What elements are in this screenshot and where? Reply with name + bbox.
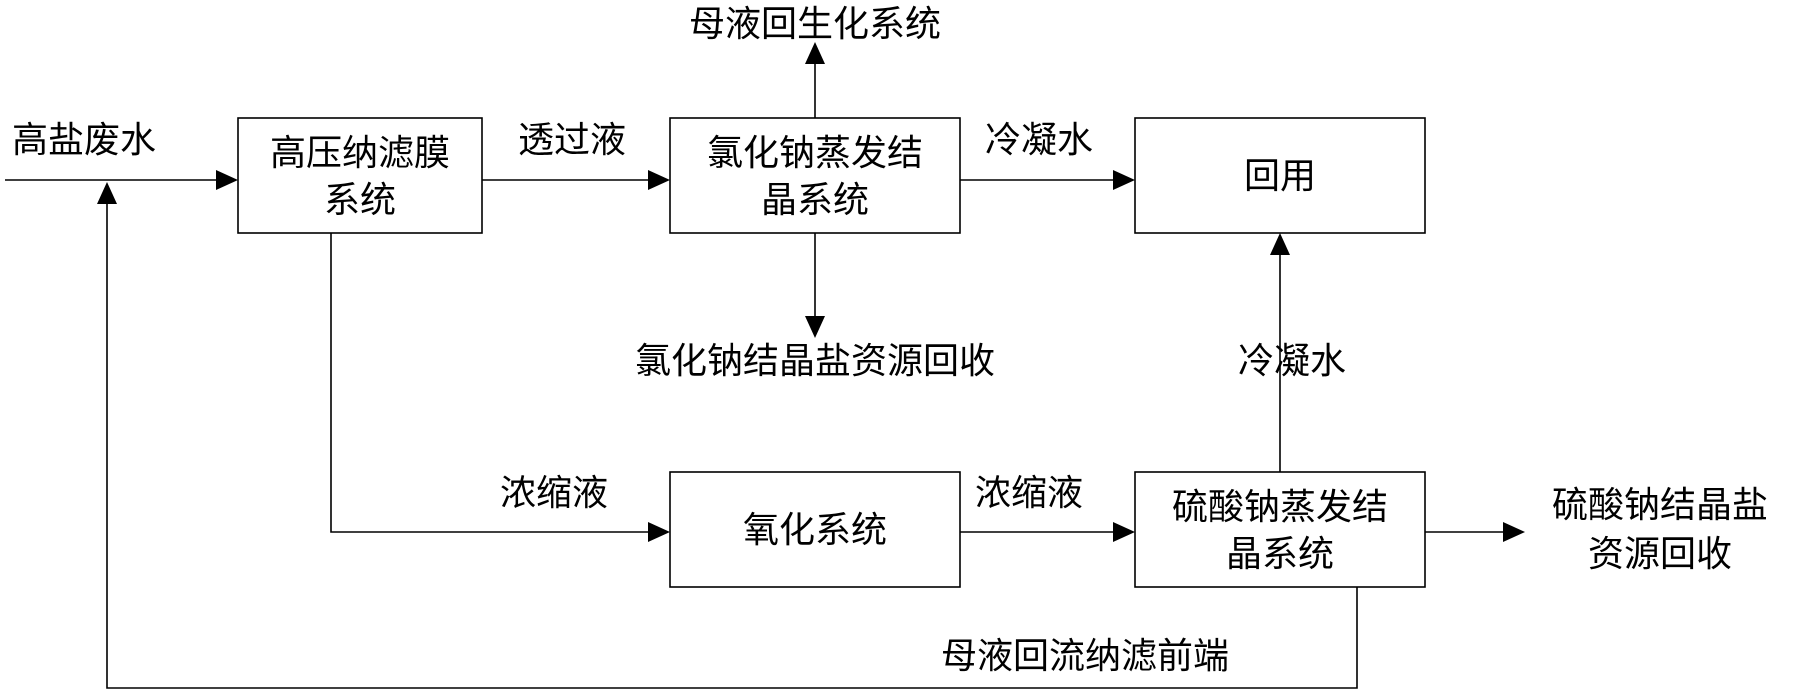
reflux-label: 母液回流纳滤前端 — [941, 636, 1229, 677]
na2so4-evap-label-line1: 硫酸钠蒸发结 — [1172, 487, 1388, 528]
oxidation-label: 氧化系统 — [743, 510, 887, 551]
nacl-recovery-label: 氯化钠结晶盐资源回收 — [635, 341, 995, 382]
concentrate-1-label: 浓缩液 — [500, 473, 608, 514]
na2so4-recovery-label-line1: 硫酸钠结晶盐 — [1552, 485, 1768, 526]
box-nacl-evaporation-crystallization — [669, 117, 961, 234]
mother-liquor-bio-label: 母液回生化系统 — [689, 4, 941, 45]
box-oxidation-system — [669, 471, 961, 588]
nacl-recovery-arrowhead — [805, 316, 825, 338]
na2so4-recovery-arrowhead — [1503, 522, 1525, 542]
reflux-arrowhead — [97, 182, 117, 204]
hp-nf-label-line1: 高压纳滤膜 — [270, 133, 450, 174]
feed-label: 高盐废水 — [12, 120, 156, 161]
box-na2so4-evaporation-crystallization — [1134, 471, 1426, 588]
hp-nf-label-line2: 系统 — [324, 180, 396, 221]
box-high-pressure-nanofiltration — [237, 117, 483, 234]
mother-liquor-bio-arrowhead — [805, 42, 825, 64]
concentrate-1-line — [330, 233, 650, 533]
condensate-top-arrowhead — [1113, 170, 1135, 190]
condensate-right-label: 冷凝水 — [1238, 341, 1346, 382]
concentrate-1-arrowhead — [648, 522, 670, 542]
concentrate-2-arrowhead — [1113, 522, 1135, 542]
concentrate-2-label: 浓缩液 — [975, 473, 1083, 514]
na2so4-recovery-label-line2: 资源回收 — [1588, 534, 1732, 575]
condensate-right-arrowhead — [1270, 233, 1290, 255]
box-reuse — [1134, 117, 1426, 234]
na2so4-evap-label-line2: 晶系统 — [1226, 534, 1334, 575]
reflux-line — [106, 202, 1358, 689]
nacl-evap-label-line1: 氯化钠蒸发结 — [707, 133, 923, 174]
reuse-label: 回用 — [1244, 156, 1316, 197]
condensate-top-label: 冷凝水 — [985, 120, 1093, 161]
permeate-arrowhead — [648, 170, 670, 190]
nacl-evap-label-line2: 晶系统 — [761, 180, 869, 221]
permeate-label: 透过液 — [518, 120, 626, 161]
feed-arrowhead — [216, 170, 238, 190]
